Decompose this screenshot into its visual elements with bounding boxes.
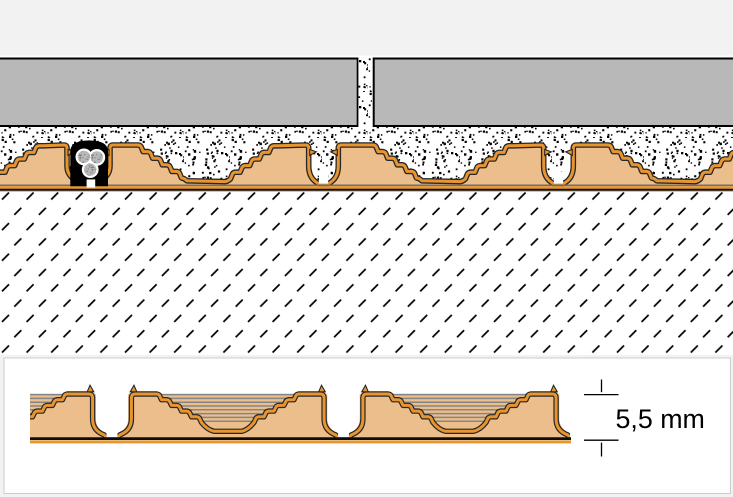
svg-text:5,5 mm: 5,5 mm bbox=[616, 404, 705, 434]
